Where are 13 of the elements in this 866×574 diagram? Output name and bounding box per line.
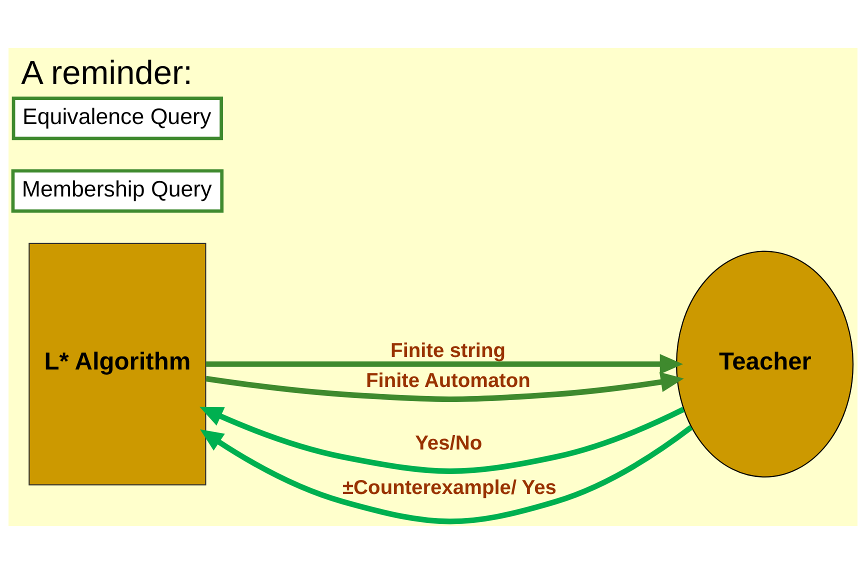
edge-label: Finite Automaton [366, 370, 530, 392]
diagram-title: A reminder: [21, 54, 192, 92]
node-ellipse: Teacher [676, 250, 854, 478]
edge-label: Finite string [390, 340, 506, 362]
arrow [200, 406, 685, 474]
arrow [200, 425, 693, 524]
edge-label: Yes/No [415, 432, 482, 454]
arrow [206, 372, 684, 402]
edge-label: ±Counterexample/ Yes [342, 477, 556, 500]
node-box: L* Algorithm [28, 242, 206, 486]
arrow [206, 354, 684, 374]
node-box: Membership Query [11, 169, 224, 213]
node-box: Equivalence Query [12, 96, 223, 140]
